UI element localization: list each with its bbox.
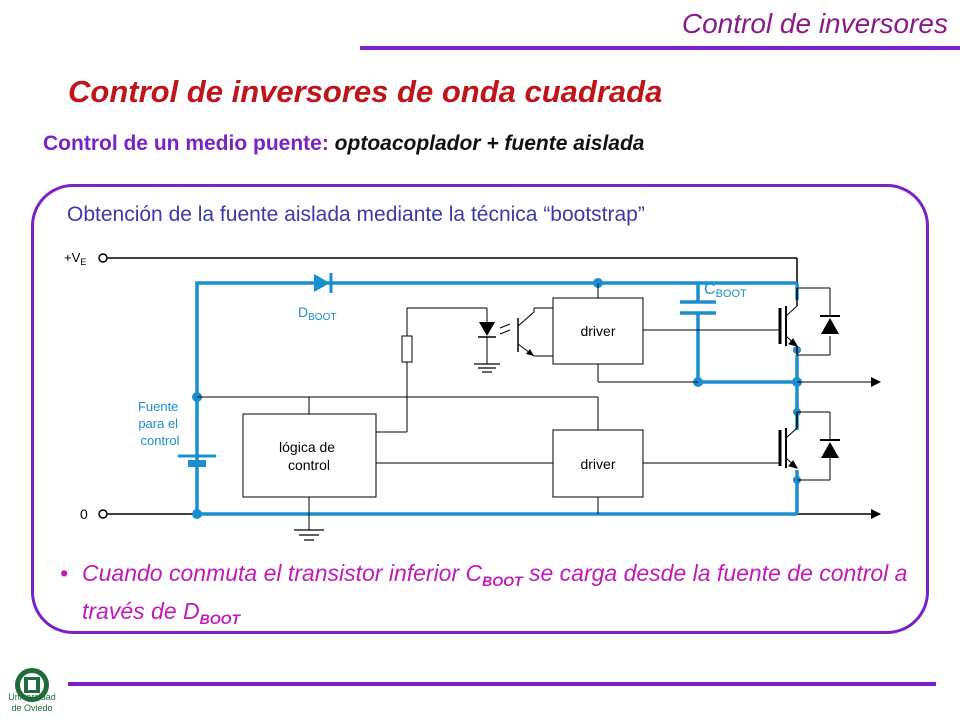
driver-top-block: driver [552, 297, 644, 365]
subtitle-italic: optoacoplador + fuente aislada [334, 132, 645, 155]
svg-text:lógica de control: lógica de control [279, 439, 339, 473]
header-rule [360, 46, 960, 50]
subtitle: Control de un medio puente: optoacoplado… [43, 132, 644, 156]
dboot-label: DBOOT [298, 304, 336, 323]
logic-label-2: control [288, 457, 330, 473]
bullet-text: Cuando conmuta el transistor inferior CB… [82, 560, 908, 627]
source-label-2: para el [138, 416, 178, 431]
dboot-diode: DBOOT [298, 273, 336, 323]
main-title: Control de inversores de onda cuadrada [68, 74, 663, 109]
control-supply-battery: Fuente para el control [138, 399, 216, 467]
ground-rail: 0 [80, 506, 881, 522]
igbt-bottom [778, 411, 840, 481]
svg-text:Fuente para el con: Fuente para el control [138, 399, 182, 448]
igbt-top [778, 287, 840, 356]
logic-wiring [197, 283, 881, 530]
header-title: Control de inversores [681, 8, 948, 39]
cboot-label: CBOOT [704, 281, 747, 300]
university-logo-icon [15, 668, 49, 702]
logo-line-1: Universidad [8, 692, 56, 702]
logo-line-2: de Oviedo [11, 703, 53, 713]
ground-label: 0 [80, 506, 88, 522]
logo-text: Universidad de Oviedo [4, 692, 60, 714]
logic-label-1: lógica de [279, 439, 335, 455]
cboot-capacitor: CBOOT [680, 281, 747, 315]
bullet-dot: • [60, 560, 69, 586]
source-label-1: Fuente [138, 399, 178, 414]
subtitle-bold: Control de un medio puente: [43, 132, 329, 155]
driver-bottom-label: driver [580, 456, 615, 472]
panel-title: Obtención de la fuente aislada mediante … [67, 203, 645, 226]
optocoupler [474, 307, 553, 373]
logic-ground [294, 529, 324, 541]
source-label-3: control [140, 433, 179, 448]
driver-top-label: driver [580, 323, 615, 339]
footer-rule [68, 682, 936, 686]
logic-block: lógica de control [242, 413, 377, 498]
resistor [401, 335, 413, 363]
rail-label: +VE [64, 250, 86, 267]
content-panel [31, 184, 929, 634]
bullet-note: • Cuando conmuta el transistor inferior … [60, 558, 910, 634]
driver-bottom-block: driver [552, 429, 644, 498]
